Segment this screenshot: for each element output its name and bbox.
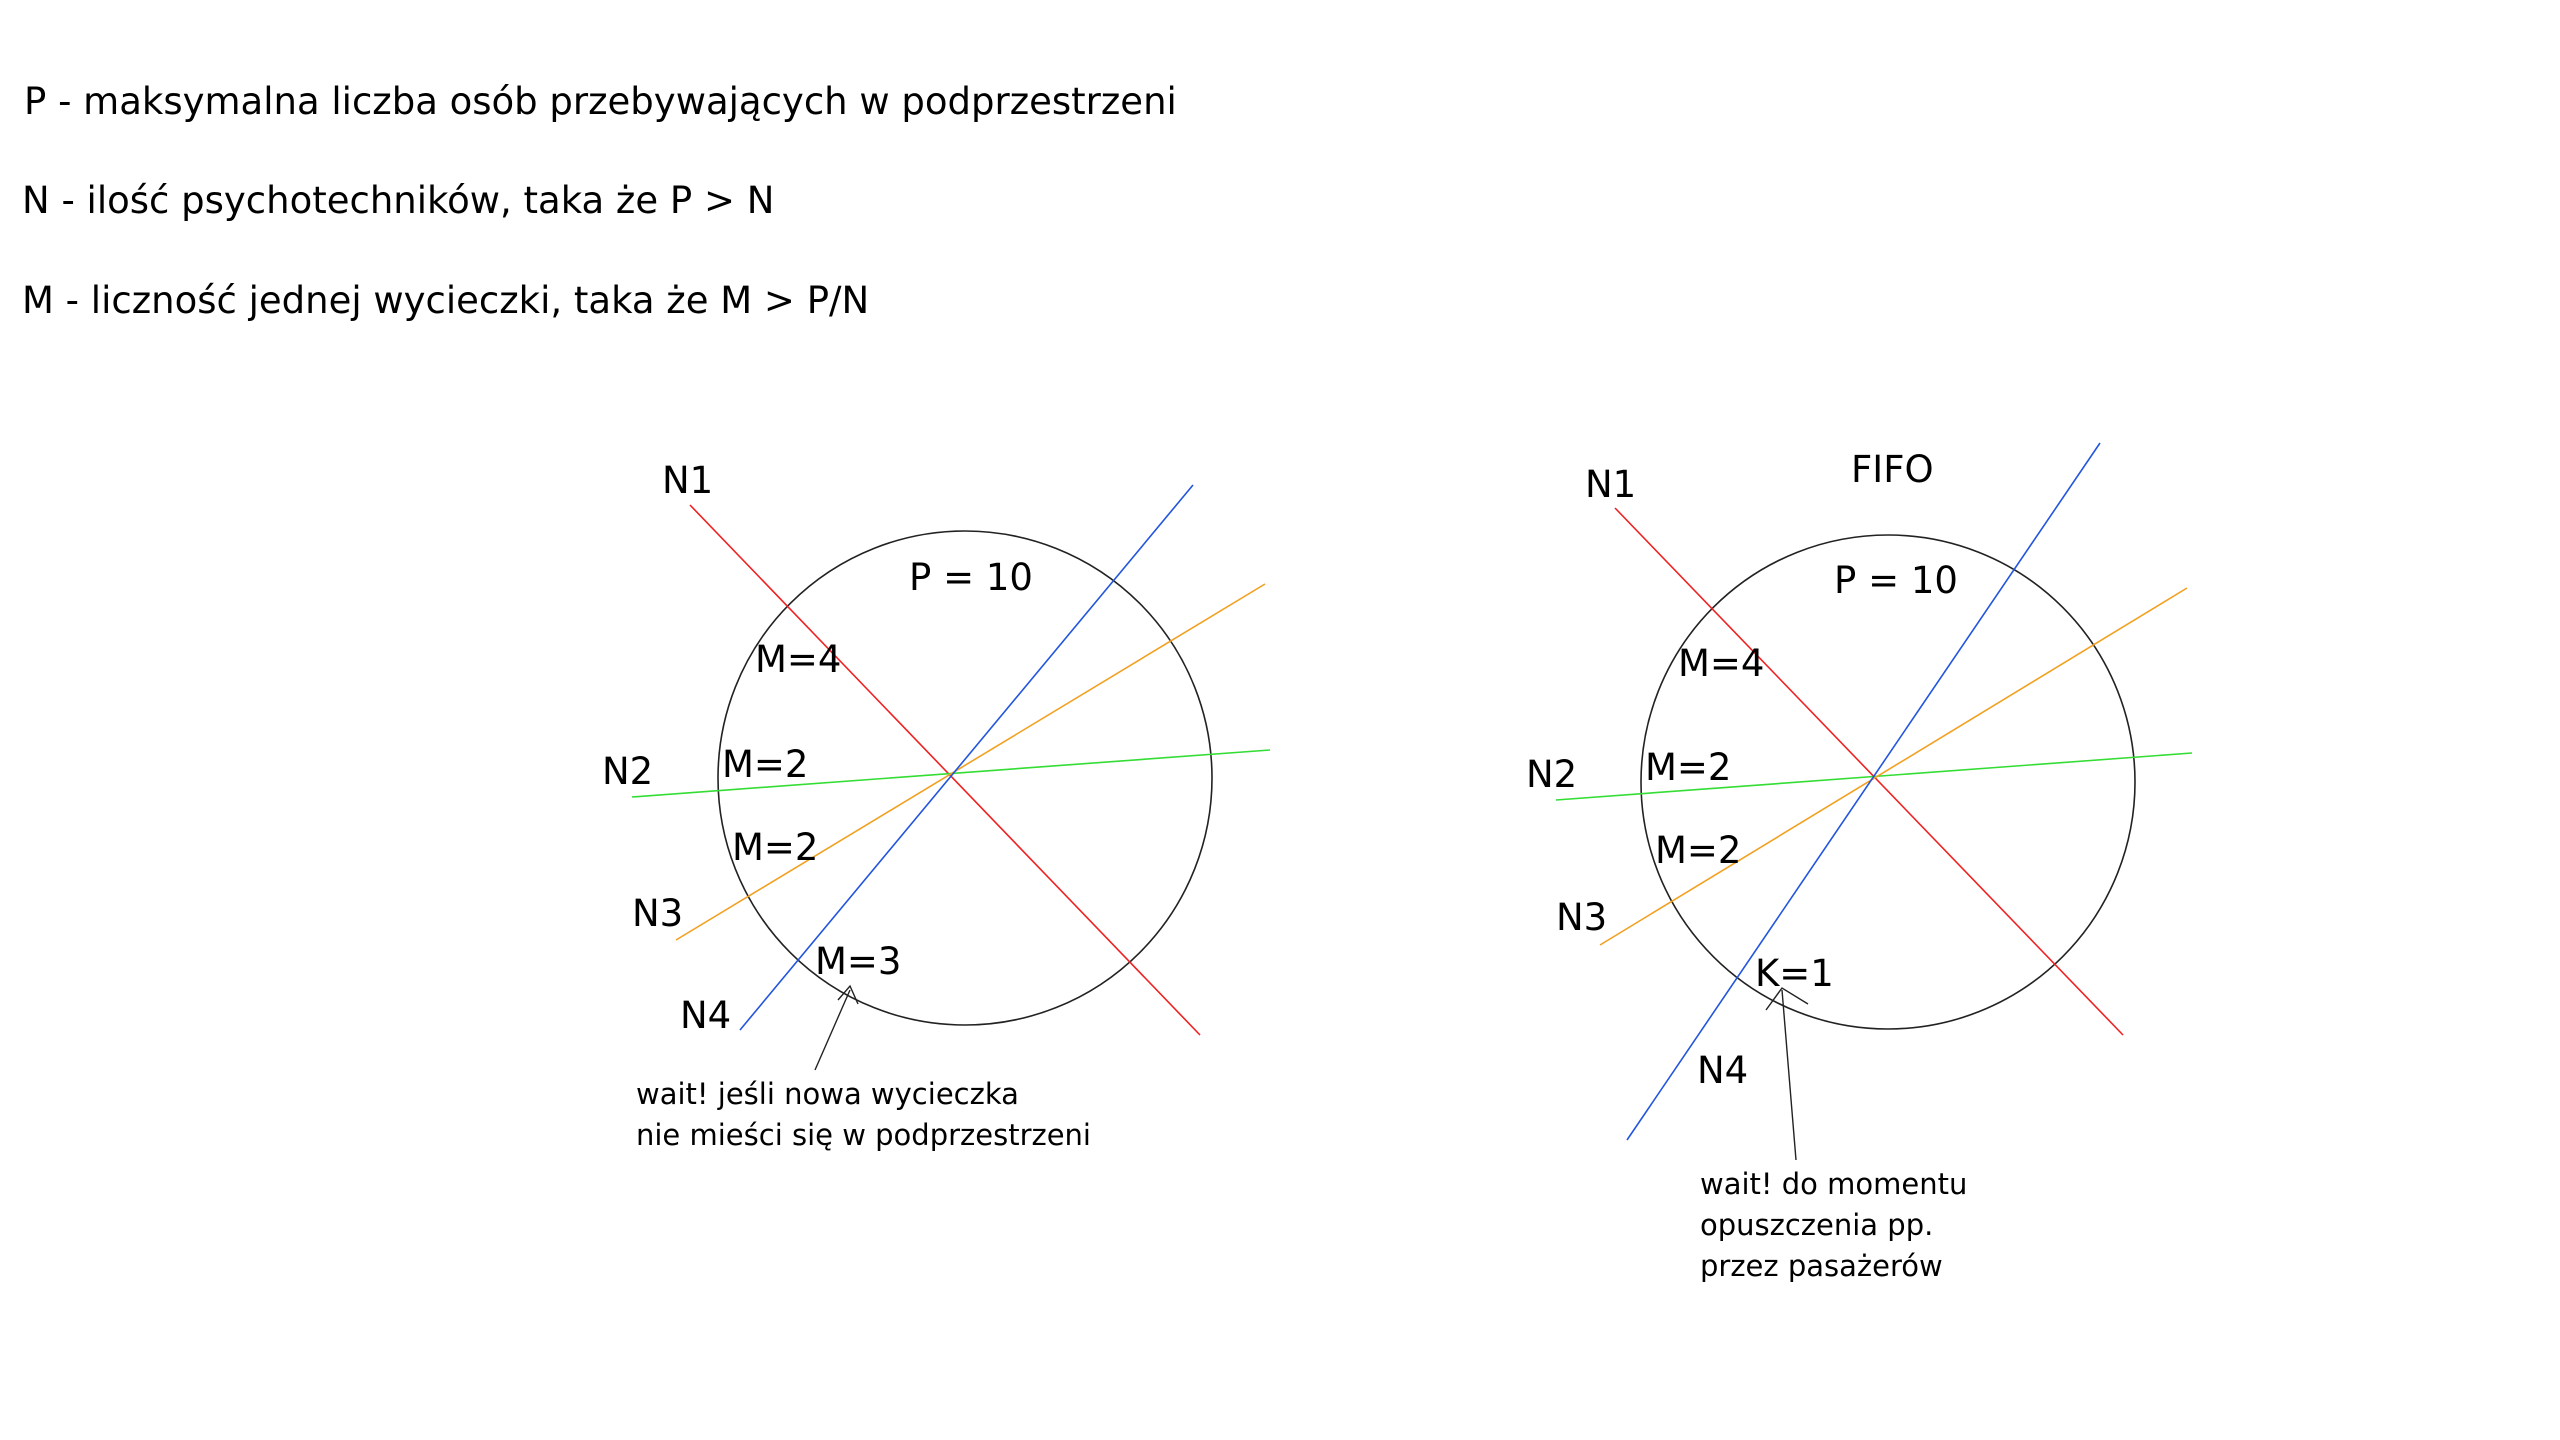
left-label-n1: N1 <box>662 459 713 502</box>
left-capacity: P = 10 <box>909 556 1033 599</box>
right-diagram: FIFO P = 10 N1 N2 N3 N4 M=4 M=2 M=2 K=1 … <box>1526 442 2193 1283</box>
right-trip-n4: K=1 <box>1755 952 1834 995</box>
left-label-n4: N4 <box>680 994 731 1037</box>
left-trip-n4: M=3 <box>815 940 901 983</box>
right-note-line-2: opuszczenia pp. <box>1700 1208 1933 1242</box>
left-line-n3 <box>675 583 1266 941</box>
right-note-line-3: przez pasażerów <box>1700 1249 1943 1283</box>
definition-p: P - maksymalna liczba osób przebywającyc… <box>24 80 1177 123</box>
left-label-n3: N3 <box>632 892 683 935</box>
right-line-n3 <box>1599 587 2188 946</box>
right-label-n1: N1 <box>1585 463 1636 506</box>
definition-n: N - ilość psychotechników, taka że P > N <box>22 179 774 222</box>
left-diagram: P = 10 N1 N2 N3 N4 M=4 M=2 M=2 M=3 wait!… <box>602 459 1271 1152</box>
left-trip-n1: M=4 <box>755 638 841 681</box>
right-capacity: P = 10 <box>1834 559 1958 602</box>
right-line-n1 <box>1614 507 2124 1036</box>
left-line-n4 <box>739 484 1194 1031</box>
right-note-pointer <box>1781 989 1797 1161</box>
definition-m: M - liczność jednej wycieczki, taka że M… <box>22 279 869 322</box>
right-subspace-circle <box>1640 534 2136 1030</box>
right-title: FIFO <box>1851 448 1934 491</box>
left-line-n1 <box>689 504 1201 1036</box>
left-subspace-circle <box>717 530 1213 1026</box>
left-trip-n2: M=2 <box>722 743 808 786</box>
right-label-n4: N4 <box>1697 1049 1748 1092</box>
left-label-n2: N2 <box>602 750 653 793</box>
right-note-line-1: wait! do momentu <box>1700 1167 1967 1201</box>
right-trip-n3: M=2 <box>1655 829 1741 872</box>
right-trip-n2: M=2 <box>1645 746 1731 789</box>
left-note-arrowhead <box>837 984 859 1005</box>
left-trip-n3: M=2 <box>732 826 818 869</box>
left-note-line-1: wait! jeśli nowa wycieczka <box>636 1077 1019 1111</box>
right-note-arrowhead <box>1765 987 1809 1011</box>
right-label-n3: N3 <box>1556 896 1607 939</box>
left-note-pointer <box>814 989 851 1071</box>
right-line-n4 <box>1626 442 2101 1141</box>
left-note-line-2: nie mieści się w podprzestrzeni <box>636 1118 1091 1152</box>
right-label-n2: N2 <box>1526 753 1577 796</box>
right-trip-n1: M=4 <box>1678 642 1764 685</box>
